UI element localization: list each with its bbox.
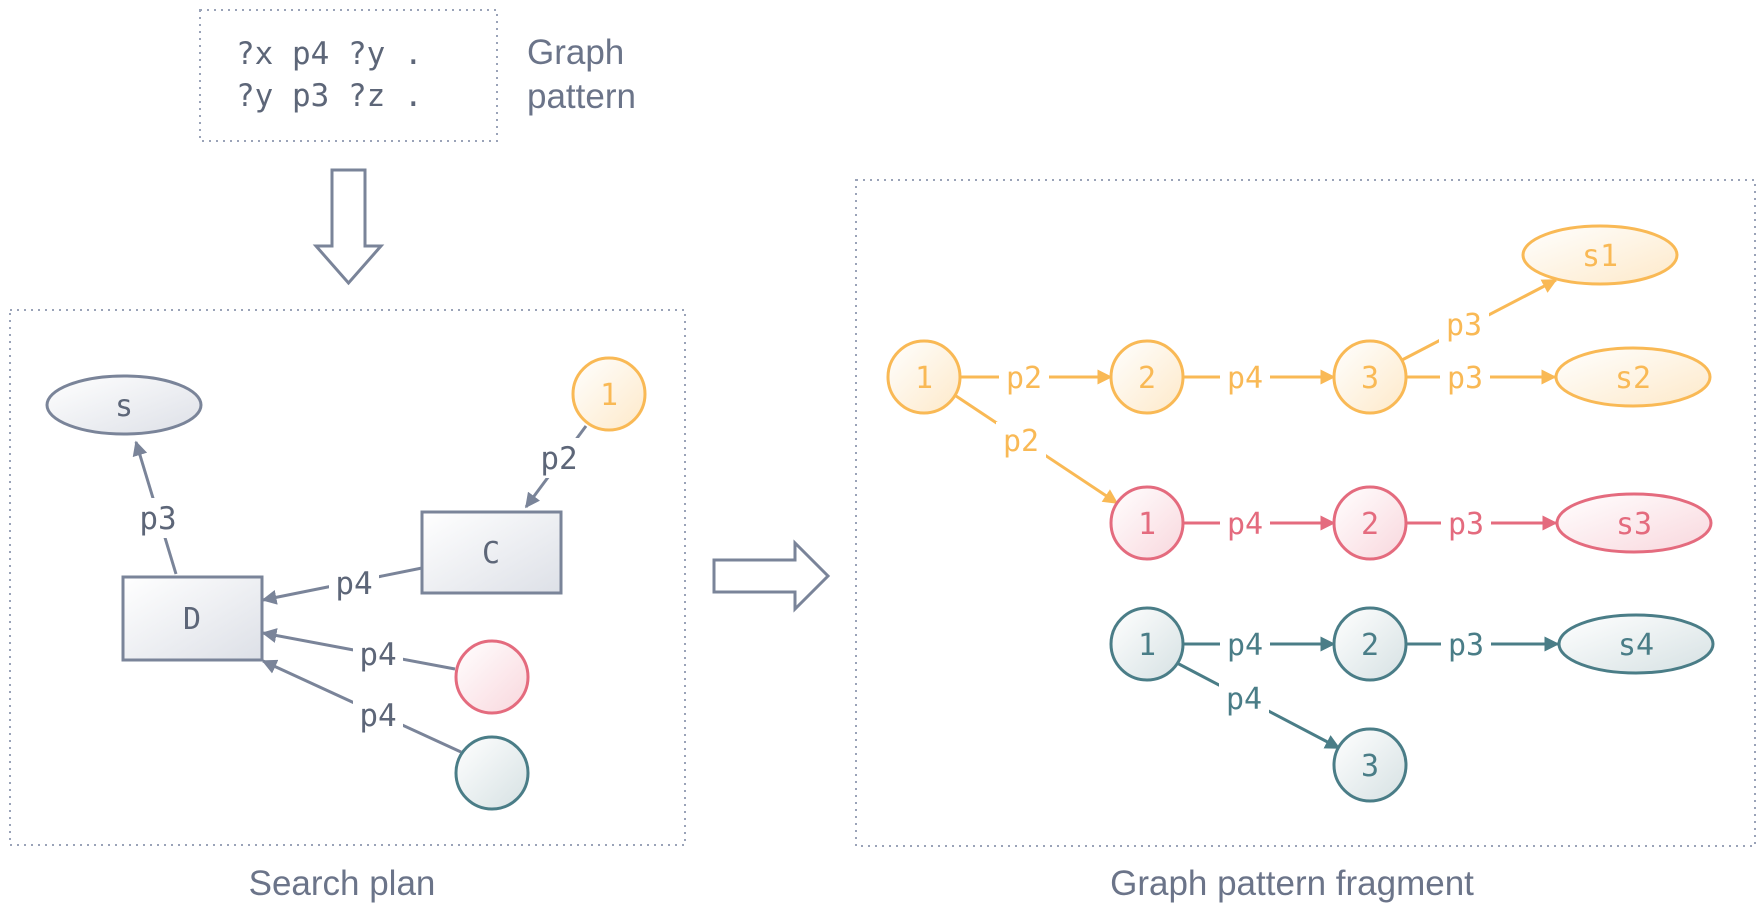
edge-label-c-d: p4 <box>335 566 372 602</box>
edge-label-orange-3-s1: p3 <box>1446 308 1482 343</box>
search-plan-caption: Search plan <box>249 864 436 903</box>
edge-label-red-1-2: p4 <box>1227 507 1263 542</box>
frag-teal-s4 <box>1557 613 1715 675</box>
frag-teal-node-1 <box>1109 606 1185 682</box>
frag-orange-node-2-label: 2 <box>1138 361 1156 396</box>
frag-teal-node-3-label: 3 <box>1361 749 1379 784</box>
frag-orange-s2-label: s2 <box>1615 361 1651 396</box>
edge-label-red-2-s3: p3 <box>1448 507 1484 542</box>
frag-teal-s4-label: s4 <box>1618 628 1654 663</box>
frag-orange-node-1-label: 1 <box>915 361 933 396</box>
frag-teal-node-1-label: 1 <box>1138 628 1156 663</box>
node-s <box>45 374 203 436</box>
right-arrow-icon <box>712 539 831 613</box>
node-c <box>420 510 563 595</box>
fragment-panel: p2 p4 p3 p3 p2 p4 p3 p4 p3 p4 1 2 3 s1 s… <box>855 179 1756 847</box>
frag-orange-node-2 <box>1109 339 1185 415</box>
edge-label-orange-1-2: p2 <box>1006 361 1042 396</box>
edge-label-orange-1-red1: p2 <box>1003 424 1039 459</box>
frag-red-s3 <box>1555 492 1713 554</box>
node-1-orange <box>571 356 647 432</box>
edge-label-d-s: p3 <box>139 501 176 537</box>
frag-orange-s1-label: s1 <box>1582 239 1618 274</box>
node-teal <box>454 735 530 811</box>
pattern-caption-line-2: pattern <box>527 77 636 116</box>
frag-orange-node-3-label: 3 <box>1361 361 1379 396</box>
node-d <box>121 575 264 662</box>
pattern-line-1: ?x p4 ?y . <box>236 36 423 72</box>
frag-red-node-2 <box>1332 485 1408 561</box>
edge-label-teal-d: p4 <box>359 698 396 734</box>
edge-label-orange-2-3: p4 <box>1227 361 1263 396</box>
pattern-line-2: ?y p3 ?z . <box>236 78 423 114</box>
node-d-label: D <box>183 602 201 637</box>
node-c-label: C <box>482 536 500 571</box>
node-1-label: 1 <box>600 378 618 413</box>
edge-label-teal-1-2: p4 <box>1227 628 1263 663</box>
frag-red-node-1-label: 1 <box>1138 507 1156 542</box>
edge-label-red-d: p4 <box>359 637 396 673</box>
frag-teal-node-3 <box>1332 727 1408 803</box>
frag-red-node-1 <box>1109 485 1185 561</box>
frag-orange-node-1 <box>886 339 962 415</box>
pattern-caption-line-1: Graph <box>527 33 624 72</box>
graph-pattern-panel: ?x p4 ?y . ?y p3 ?z . Graph pattern <box>199 9 636 142</box>
node-s-label: s <box>115 389 133 424</box>
edge-label-1-c: p2 <box>540 441 577 477</box>
frag-orange-s1 <box>1521 224 1679 286</box>
search-plan-panel: p3 p2 p4 p4 p4 s 1 C D <box>9 309 686 846</box>
edge-label-teal-2-s4: p3 <box>1448 628 1484 663</box>
edge-label-teal-1-3: p4 <box>1226 682 1262 717</box>
frag-orange-node-3 <box>1332 339 1408 415</box>
frag-orange-s2 <box>1554 346 1712 408</box>
frag-red-s3-label: s3 <box>1616 507 1652 542</box>
frag-teal-node-2-label: 2 <box>1361 628 1379 663</box>
frag-red-node-2-label: 2 <box>1361 507 1379 542</box>
node-red <box>454 639 530 715</box>
fragment-box <box>855 179 1756 847</box>
search-plan-box <box>9 309 686 846</box>
edge-label-orange-3-s2: p3 <box>1447 361 1483 396</box>
graph-pattern-box <box>199 9 498 142</box>
down-arrow-icon <box>312 168 385 286</box>
frag-teal-node-2 <box>1332 606 1408 682</box>
fragment-caption: Graph pattern fragment <box>1110 864 1474 903</box>
